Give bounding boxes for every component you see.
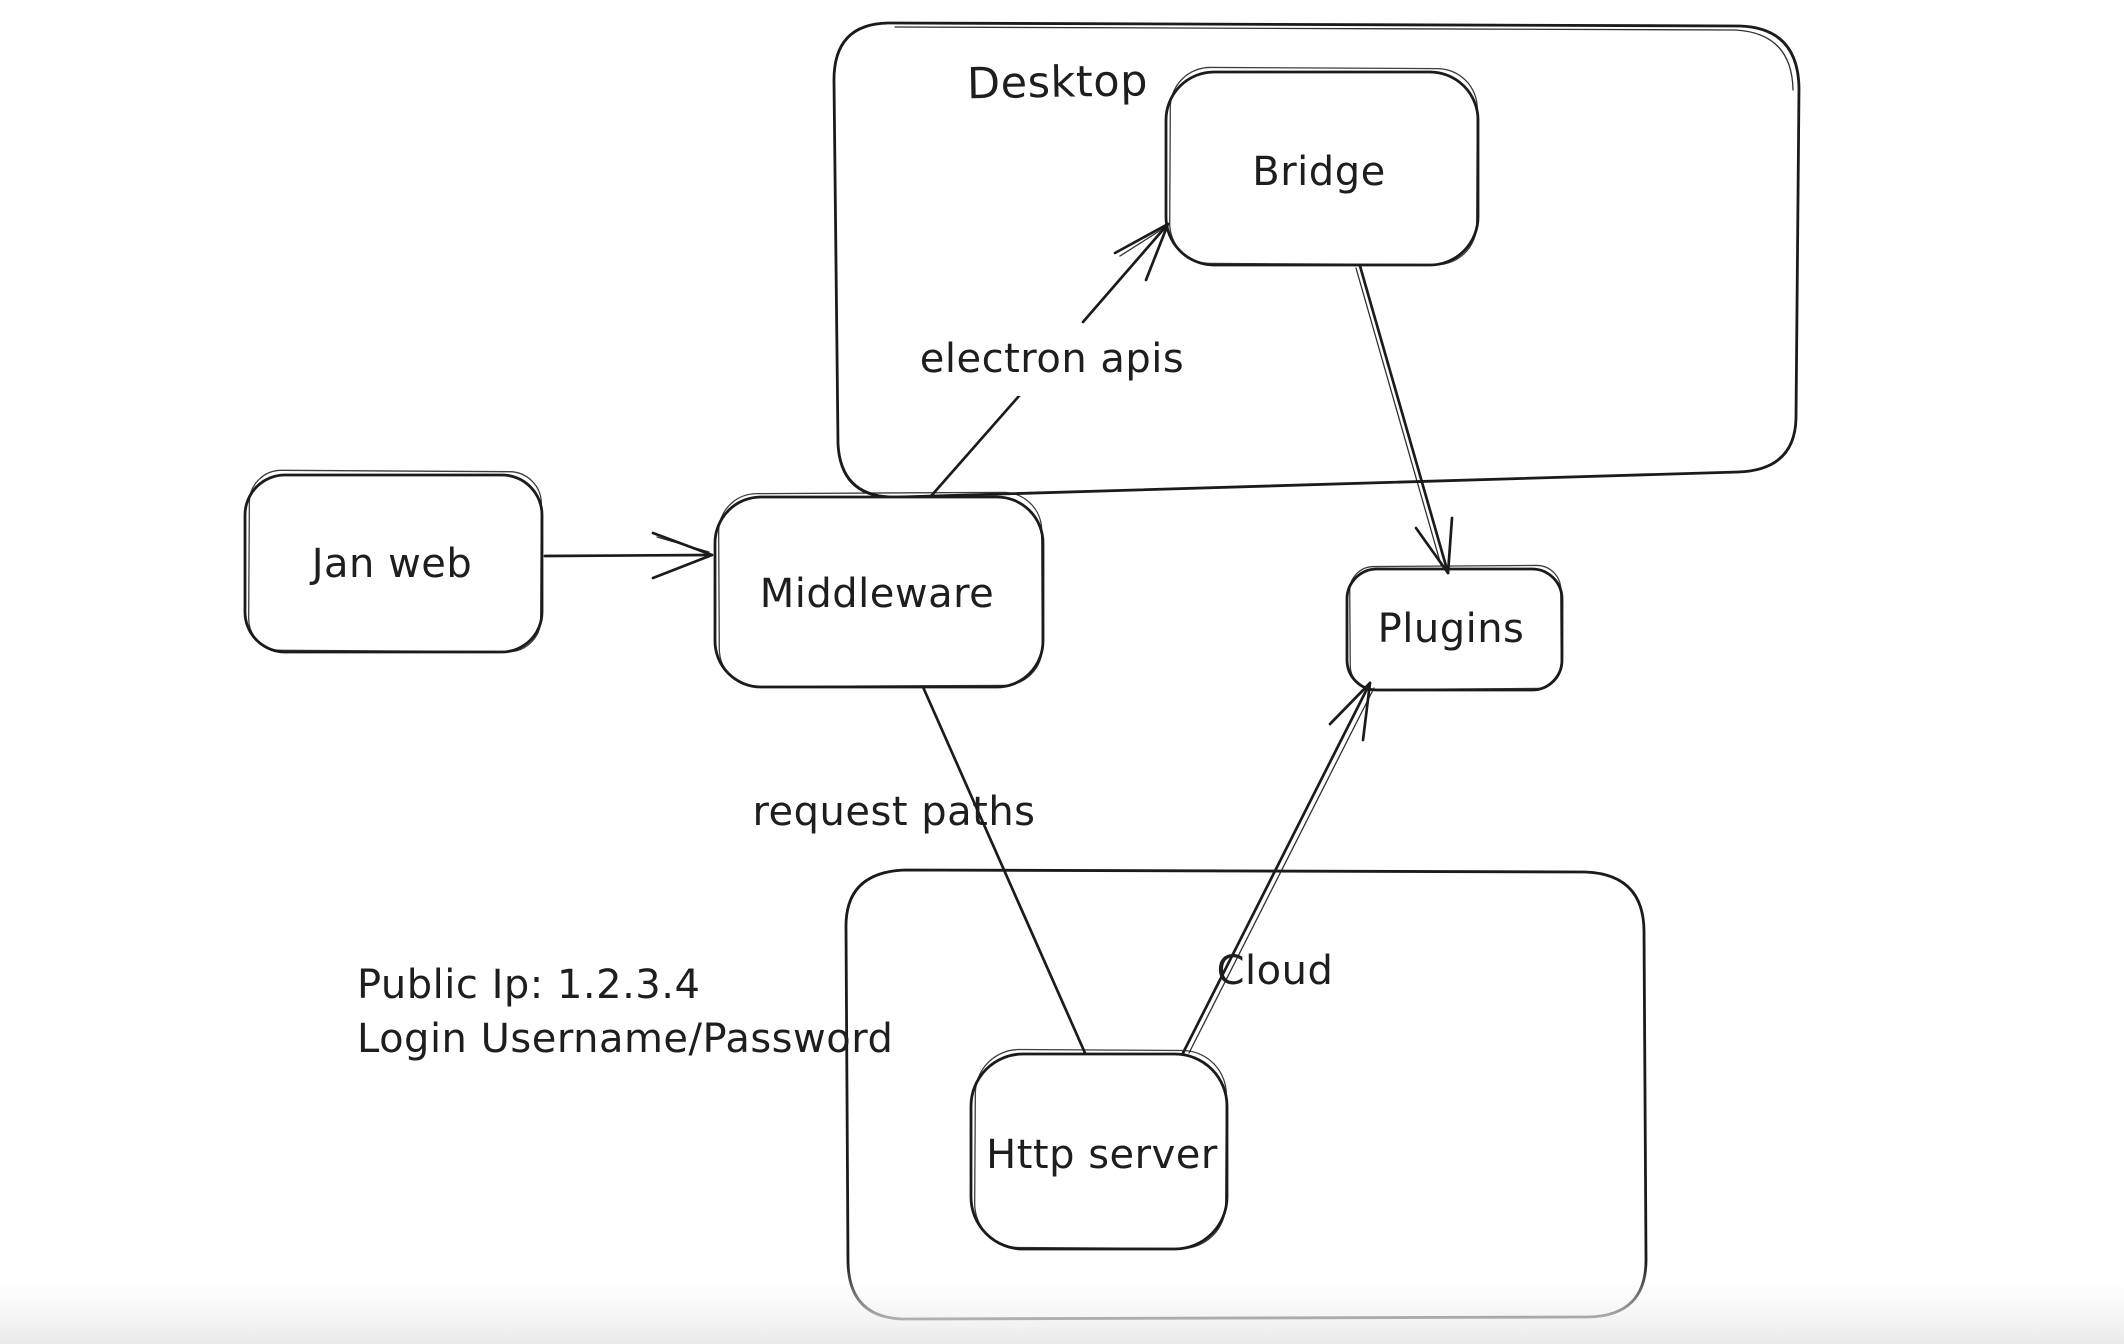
edge-middleware-to-bridge[interactable]: [930, 222, 1170, 497]
bridge-label: Bridge: [1252, 149, 1385, 195]
edge-label-electron-apis: electron apis: [920, 336, 1184, 382]
node-jan-web[interactable]: Jan web: [243, 469, 544, 654]
container-cloud[interactable]: Cloud: [844, 868, 1648, 1321]
desktop-label: Desktop: [967, 56, 1149, 109]
node-middleware[interactable]: Middleware: [713, 491, 1045, 689]
node-bridge[interactable]: Bridge: [1164, 66, 1480, 267]
label-mask: [1000, 328, 1120, 396]
note-login: Login Username/Password: [357, 1016, 893, 1062]
bottom-fade: [0, 1262, 2124, 1344]
edge-jan-web-to-middleware[interactable]: [543, 531, 714, 580]
http-server-label: Http server: [986, 1132, 1218, 1178]
plugins-label: Plugins: [1378, 606, 1525, 652]
cloud-label: Cloud: [1217, 948, 1334, 994]
edge-label-request-paths: request paths: [752, 789, 1035, 835]
edge-middleware-to-http-server[interactable]: [921, 685, 1087, 1055]
middleware-label: Middleware: [760, 571, 995, 617]
edge-bridge-to-plugins[interactable]: [1355, 264, 1454, 575]
note-public-ip: Public Ip: 1.2.3.4: [357, 962, 700, 1008]
jan-web-label: Jan web: [309, 541, 473, 587]
node-plugins[interactable]: Plugins: [1345, 564, 1564, 692]
node-http-server[interactable]: Http server: [969, 1048, 1229, 1251]
edge-label-electron-apis-group: electron apis: [920, 328, 1184, 396]
container-desktop[interactable]: Desktop: [832, 21, 1801, 499]
edge-http-server-to-plugins[interactable]: [1181, 681, 1375, 1055]
